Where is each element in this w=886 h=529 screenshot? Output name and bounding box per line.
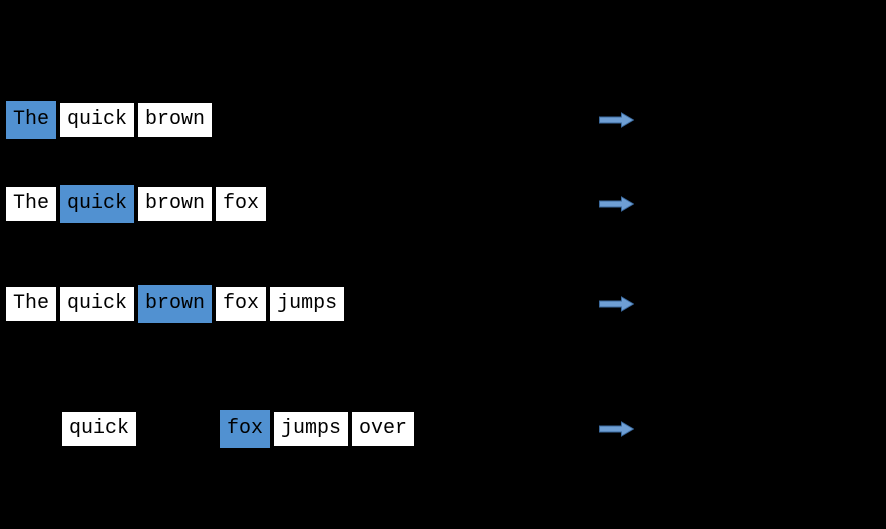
word-box: quick xyxy=(58,101,137,139)
word-box: The xyxy=(4,185,59,223)
right-arrow-icon xyxy=(599,196,634,212)
word-box: quick xyxy=(58,285,137,323)
word-box: jumps xyxy=(272,410,351,448)
right-arrow-icon xyxy=(599,421,634,437)
word-box-highlighted: brown xyxy=(136,283,215,325)
word-gap-spacer xyxy=(4,410,60,448)
word-box: fox xyxy=(214,285,269,323)
word-box: The xyxy=(4,285,59,323)
word-box: brown xyxy=(136,185,215,223)
word-box: fox xyxy=(214,185,269,223)
word-box-highlighted: quick xyxy=(58,183,137,225)
word-gap-spacer xyxy=(138,410,218,448)
right-arrow-icon xyxy=(599,112,634,128)
word-box: jumps xyxy=(268,285,347,323)
word-box-highlighted: fox xyxy=(218,408,273,450)
word-box: quick xyxy=(60,410,139,448)
word-box: brown xyxy=(136,101,215,139)
word-box: over xyxy=(350,410,417,448)
right-arrow-icon xyxy=(599,296,634,312)
word-box-highlighted: The xyxy=(4,99,59,141)
